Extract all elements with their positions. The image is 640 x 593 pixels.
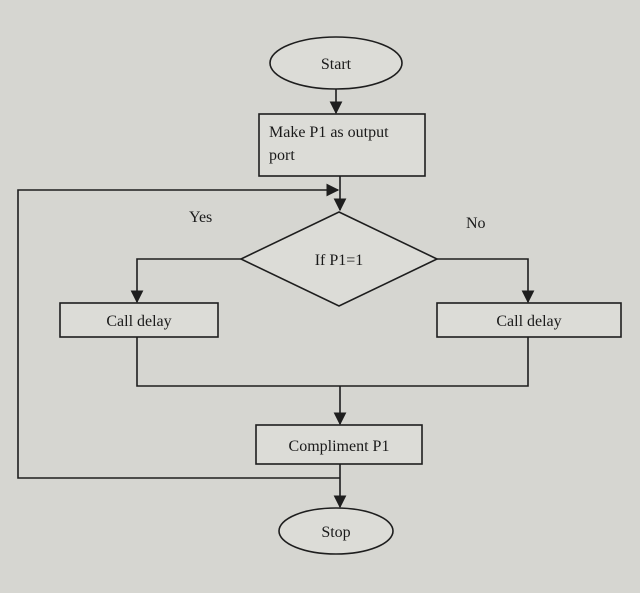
compliment-label: Compliment P1 bbox=[289, 438, 390, 455]
compliment-process-box bbox=[255, 424, 423, 465]
init-label-line1: Make P1 as output bbox=[269, 124, 389, 141]
stop-label: Stop bbox=[321, 524, 350, 541]
right-delay-box bbox=[436, 302, 622, 338]
decision-label: If P1=1 bbox=[315, 252, 364, 269]
right-delay-label: Call delay bbox=[496, 313, 561, 330]
init-process-box bbox=[258, 113, 426, 177]
left-delay-label: Call delay bbox=[106, 313, 171, 330]
decision-diamond bbox=[239, 211, 439, 307]
left-delay-box bbox=[59, 302, 219, 338]
no-label: No bbox=[466, 215, 486, 232]
loop-back-connector bbox=[17, 183, 340, 479]
yes-label: Yes bbox=[189, 209, 212, 226]
merge-connector bbox=[136, 337, 529, 387]
arrow-yes-branch bbox=[130, 258, 241, 304]
start-label: Start bbox=[321, 56, 352, 73]
init-label-line2: port bbox=[269, 147, 295, 164]
arrow-no-branch bbox=[437, 258, 535, 304]
stop-terminal bbox=[278, 507, 394, 555]
